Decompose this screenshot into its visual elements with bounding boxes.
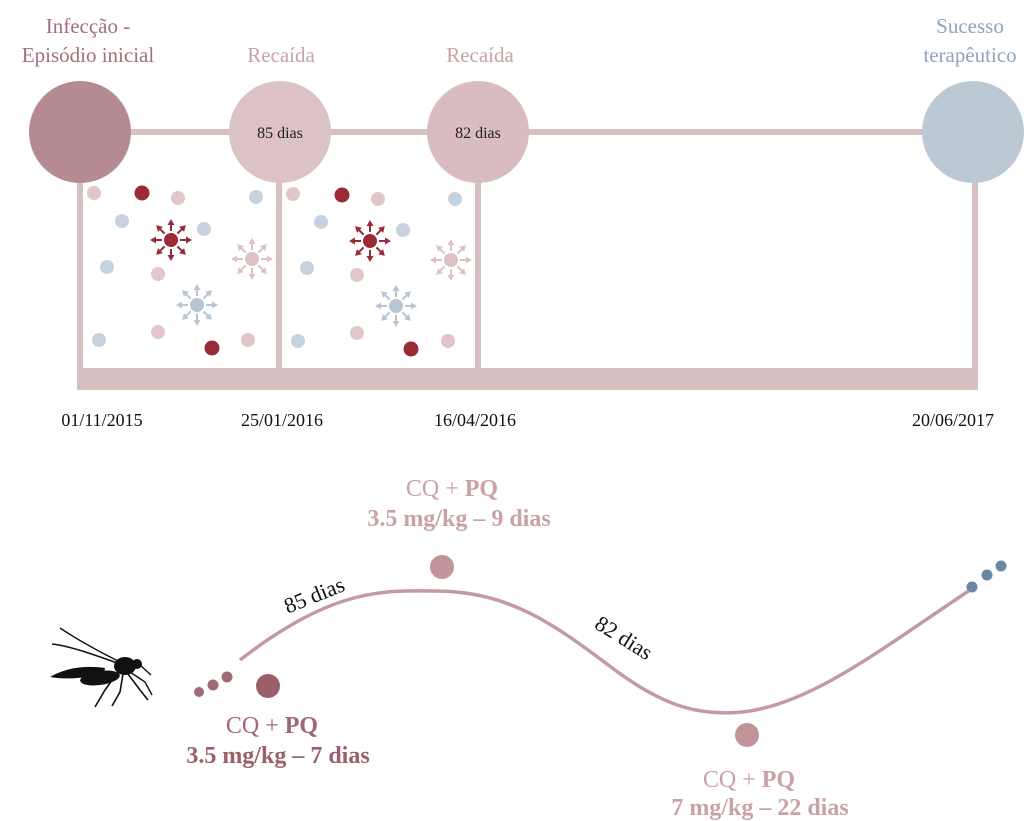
treatment-2-line1: CQ + PQ	[406, 476, 498, 502]
burst-icon-blue-2	[375, 285, 417, 327]
circle-label-relapse-1: 85 dias	[257, 125, 303, 142]
treatment-1-line1: CQ + PQ	[226, 713, 318, 739]
end-dots	[966, 560, 1007, 593]
timeline-bar	[77, 368, 978, 390]
parasite-cluster-1	[87, 185, 263, 356]
parasite-cluster-2	[286, 187, 462, 357]
event-title-relapse-2: Recaída	[446, 43, 514, 67]
relapse-wave-path	[238, 588, 971, 715]
burst-icon-red-2	[349, 220, 391, 262]
event-title-relapse-1: Recaída	[247, 43, 315, 67]
segment-label-2: 82 dias	[591, 610, 658, 665]
event-circle-relapse-2	[427, 81, 529, 183]
event-title-infection-line2: Episódio inicial	[22, 43, 155, 67]
treatment-marker-1	[256, 674, 280, 698]
event-date-4: 20/06/2017	[912, 410, 994, 430]
treatment-curve: 85 dias 82 dias CQ + PQ 3.5 mg/kg – 7 di…	[50, 476, 1007, 821]
treatment-3-line2: 7 mg/kg – 22 dias	[671, 795, 848, 821]
burst-icons	[150, 219, 472, 327]
event-title-success-line2: terapêutico	[923, 43, 1016, 67]
treatment-marker-3	[735, 723, 759, 747]
event-circle-infection	[29, 81, 131, 183]
burst-icon-blue-1	[176, 284, 218, 326]
treatment-marker-2	[430, 555, 454, 579]
timeline: 85 dias 82 dias Infecção - Episódio inic…	[22, 14, 1024, 430]
start-dots	[194, 671, 233, 697]
event-date-1: 01/11/2015	[61, 410, 142, 430]
treatment-3-line1: CQ + PQ	[703, 767, 795, 793]
event-date-2: 25/01/2016	[241, 410, 323, 430]
event-circle-relapse-1	[229, 81, 331, 183]
mosquito-icon	[50, 627, 153, 708]
circle-label-relapse-2: 82 dias	[455, 125, 501, 142]
burst-icon-red-1	[150, 219, 192, 261]
treatment-2-line2: 3.5 mg/kg – 9 dias	[367, 506, 550, 532]
treatment-1-line2: 3.5 mg/kg – 7 dias	[186, 743, 369, 769]
event-circle-success	[922, 81, 1024, 183]
event-title-infection-line1: Infecção -	[46, 14, 131, 38]
event-date-3: 16/04/2016	[434, 410, 516, 430]
event-title-success-line1: Sucesso	[936, 14, 1004, 38]
burst-icon-rose-2	[430, 239, 472, 281]
burst-icon-rose-1	[231, 238, 273, 280]
